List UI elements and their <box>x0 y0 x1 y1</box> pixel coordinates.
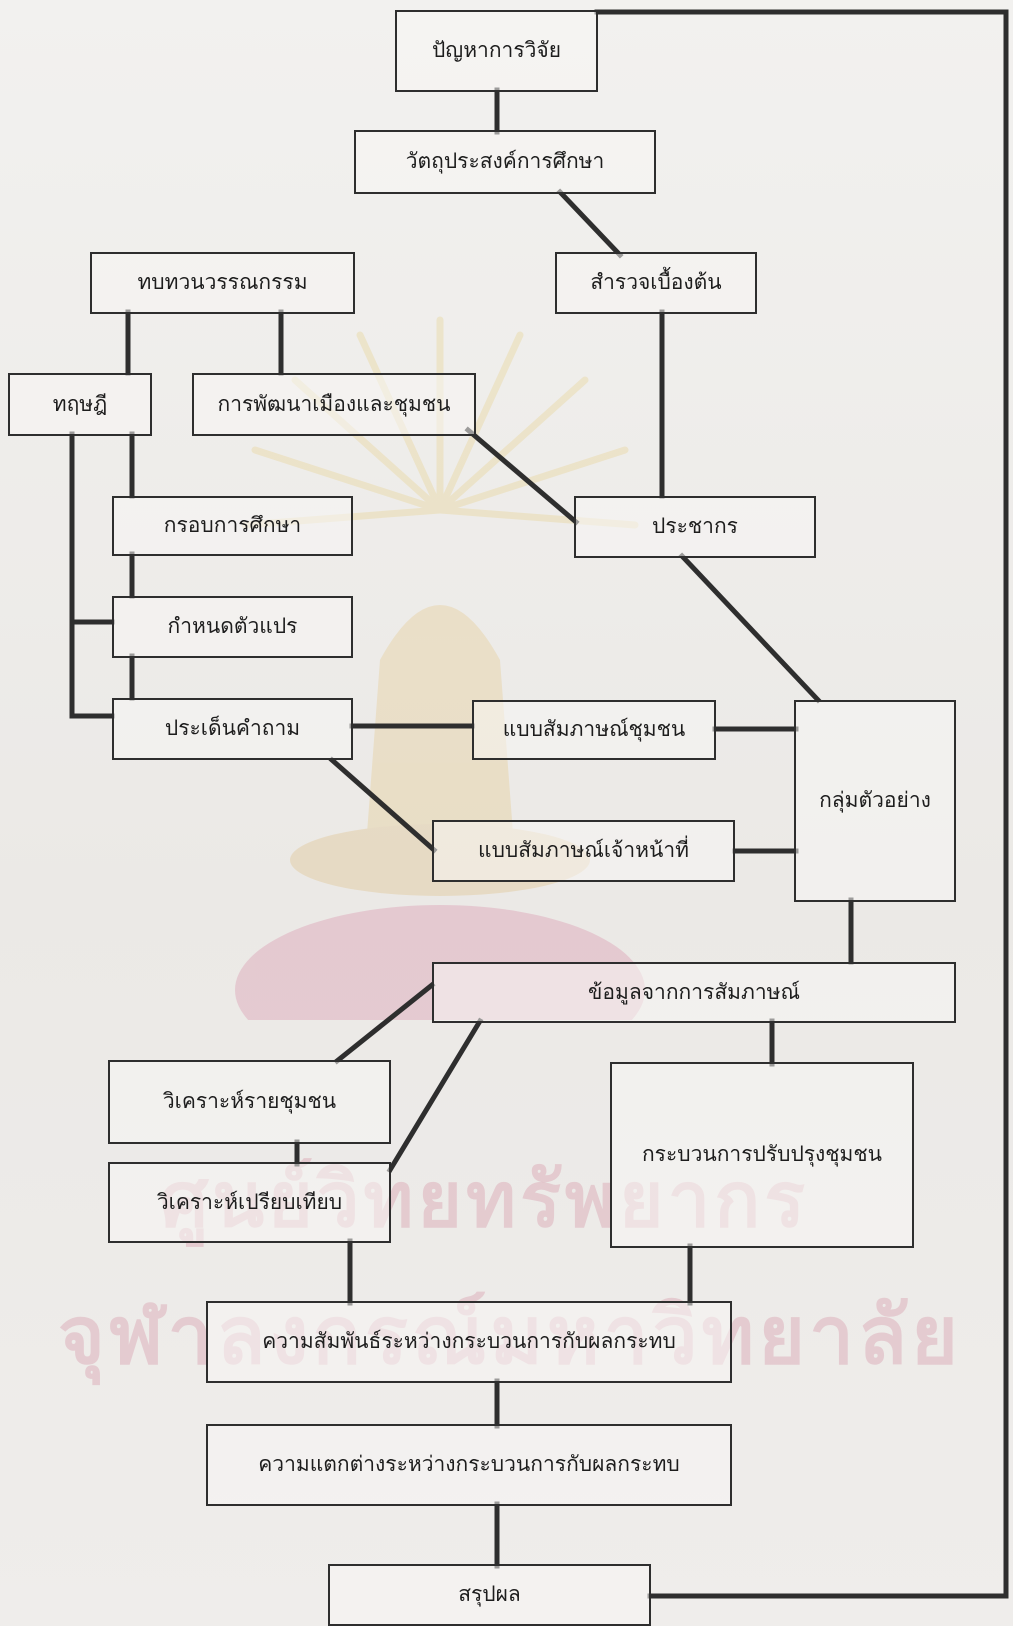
node-define-variables: กำหนดตัวแปร <box>112 596 353 658</box>
node-community-interview-form: แบบสัมภาษณ์ชุมชน <box>472 700 716 760</box>
connector-urban-population <box>464 426 580 526</box>
node-community-improvement-process: กระบวนการปรับปรุงชุมชน <box>610 1062 914 1248</box>
node-per-community-analysis: วิเคราะห์รายชุมชน <box>108 1060 391 1144</box>
node-study-objectives: วัตถุประสงค์การศึกษา <box>354 130 656 194</box>
node-interview-data: ข้อมูลจากการสัมภาษณ์ <box>432 962 956 1023</box>
node-population: ประชากร <box>574 496 816 558</box>
node-question-issues: ประเด็นคำถาม <box>112 698 353 760</box>
connector-data-per-community <box>333 981 436 1065</box>
node-process-impact-difference: ความแตกต่างระหว่างกระบวนการกับผลกระทบ <box>206 1424 732 1506</box>
node-urban-community-development: การพัฒนาเมืองและชุมชน <box>192 373 476 436</box>
node-literature-review: ทบทวนวรรณกรรม <box>90 252 355 314</box>
node-conclusion: สรุปผล <box>328 1564 651 1626</box>
node-research-problem: ปัญหาการวิจัย <box>395 10 598 92</box>
node-process-impact-relationship: ความสัมพันธ์ระหว่างกระบวนการกับผลกระทบ <box>206 1301 732 1383</box>
node-preliminary-survey: สำรวจเบื้องต้น <box>555 252 757 314</box>
node-sample-group: กลุ่มตัวอย่าง <box>794 700 956 902</box>
connector-question-officer-form <box>328 756 438 854</box>
connector-population-sample <box>678 552 822 704</box>
node-officer-interview-form: แบบสัมภาษณ์เจ้าหน้าที่ <box>432 820 735 882</box>
node-study-framework: กรอบการศึกษา <box>112 496 353 556</box>
node-theory: ทฤษฎี <box>8 373 152 436</box>
connector-conclusion-feedback-loop <box>594 9 1009 1599</box>
node-comparative-analysis: วิเคราะห์เปรียบเทียบ <box>108 1162 391 1243</box>
connector-objectives-survey <box>556 188 624 259</box>
connector-theory-question <box>69 431 115 719</box>
connector-data-comparative <box>386 1017 484 1174</box>
